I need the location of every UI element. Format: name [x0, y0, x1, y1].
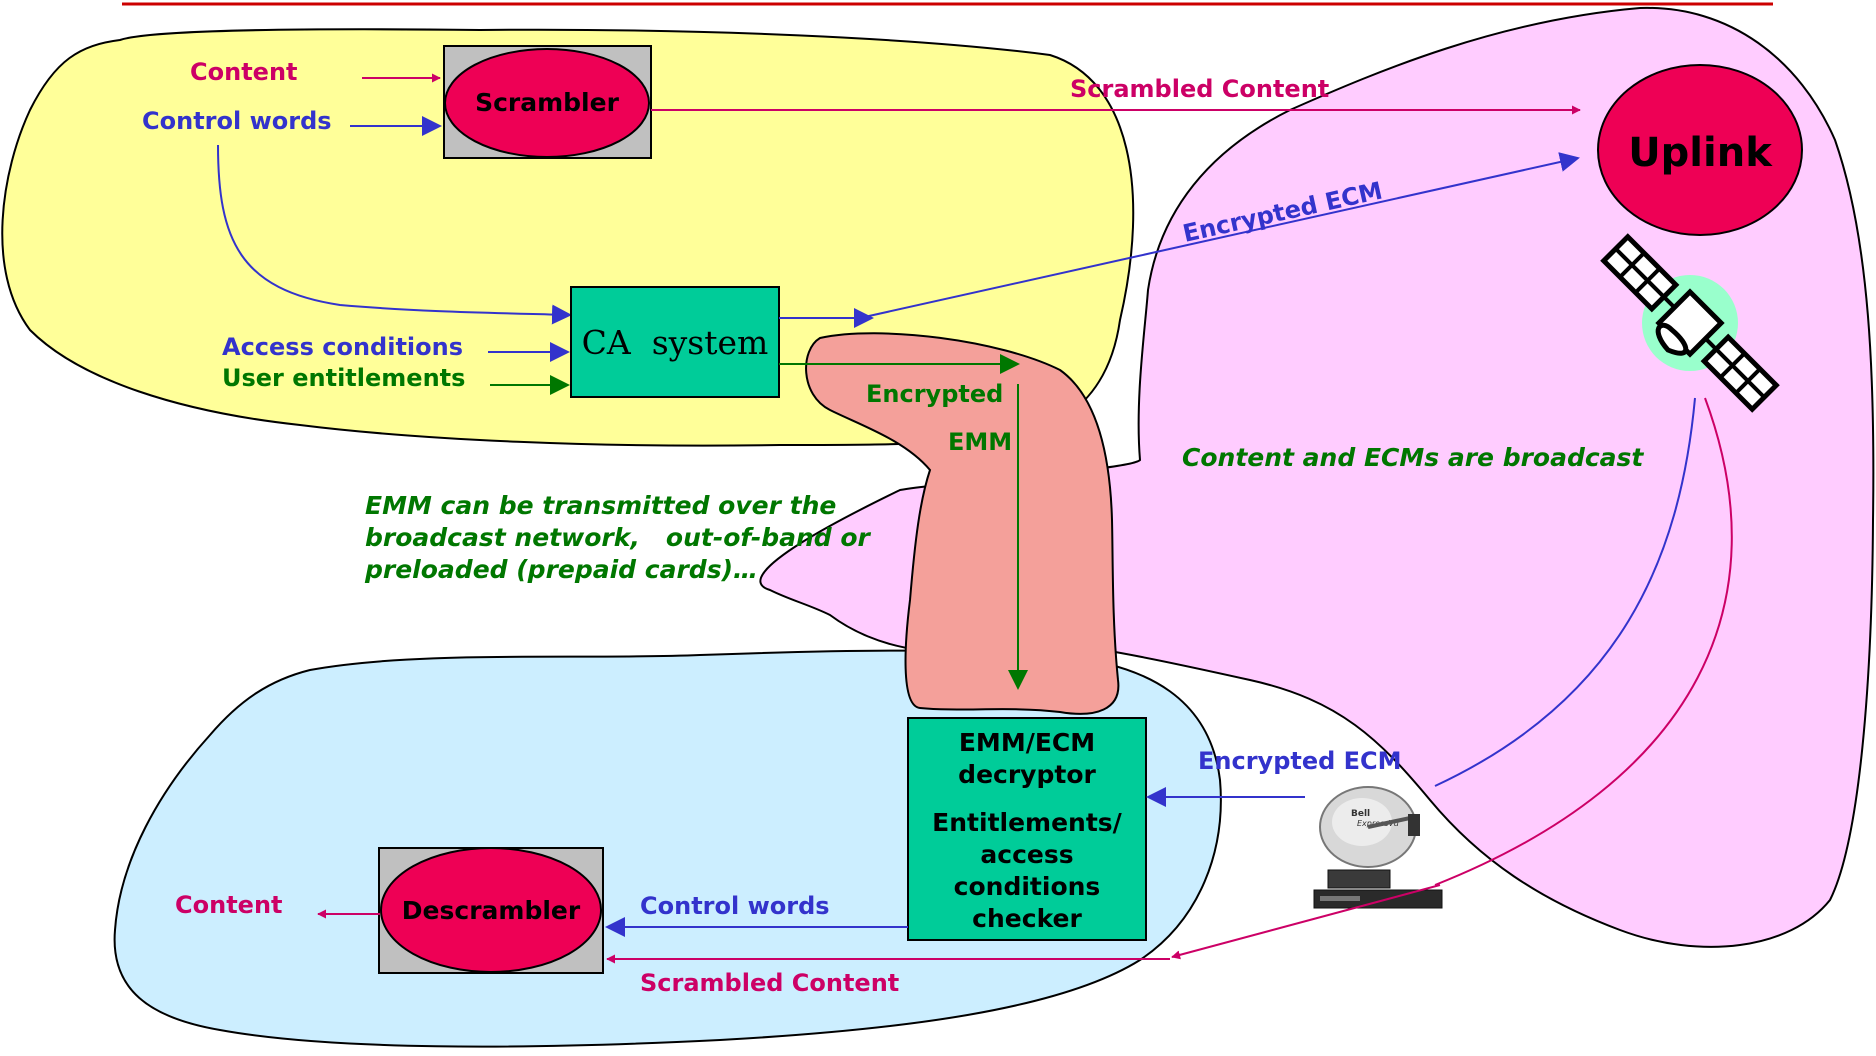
- encrypted-ecm-top-arrow: [859, 152, 1580, 319]
- checker-line1: Entitlements/: [932, 808, 1123, 837]
- receiver-box-upper: [1327, 869, 1391, 889]
- emm-ecm-decryptor: EMM/ECM decryptor Entitlements/ access c…: [907, 717, 1147, 941]
- ecm-downlink-curve: [1434, 397, 1696, 787]
- uplink: Uplink: [1597, 64, 1803, 236]
- encrypted-emm-label-line1: Encrypted: [866, 380, 1003, 408]
- descrambler: Descrambler: [378, 847, 604, 974]
- checker-line2: access: [980, 840, 1073, 869]
- uplink-ellipse: [1597, 64, 1803, 236]
- scrambler: Scrambler: [443, 45, 652, 159]
- broadcast-note: Content and ECMs are broadcast: [1182, 443, 1644, 472]
- scrambled-content-bottom-label: Scrambled Content: [640, 969, 899, 997]
- control-words-to-ca-arrow: [217, 144, 572, 325]
- satellite-icon: [1600, 233, 1780, 413]
- content-downlink-to-receiver-arrow: [1171, 884, 1441, 960]
- checker-line4: checker: [972, 904, 1082, 933]
- scrambled-content-top-label: Scrambled Content: [1070, 75, 1329, 103]
- receiver-box-lower: [1313, 889, 1443, 909]
- ca-system: CA system: [570, 286, 780, 398]
- encrypted-ecm-bottom-label: Encrypted ECM: [1198, 747, 1402, 775]
- descrambler-label: Descrambler: [402, 896, 581, 925]
- scrambler-ellipse: [444, 48, 650, 158]
- emm-note: EMM can be transmitted over the broadcas…: [364, 491, 872, 584]
- decryptor-line2: decryptor: [958, 760, 1096, 789]
- satellite-dish: [1655, 322, 1689, 356]
- emm-note-line3: preloaded (prepaid cards)…: [364, 555, 758, 584]
- satellite-dish-receiver-icon: Bell ExpressVu: [1313, 786, 1443, 909]
- descrambler-ellipse: [380, 847, 602, 973]
- user-entitlements-label: User entitlements: [222, 364, 465, 392]
- ca-system-label: CA system: [582, 323, 769, 362]
- access-conditions-label: Access conditions: [222, 333, 463, 361]
- content-downlink-curve: [1434, 397, 1733, 886]
- control-words-input-label: Control words: [142, 107, 332, 135]
- checker-line3: conditions: [954, 872, 1101, 901]
- emm-note-line1: EMM can be transmitted over the: [365, 491, 836, 520]
- uplink-label: Uplink: [1628, 130, 1773, 176]
- content-output-label: Content: [175, 891, 283, 919]
- scrambler-label: Scrambler: [475, 88, 619, 117]
- content-input-label: Content: [190, 58, 298, 86]
- ca-system-box: [570, 286, 780, 398]
- dish-brand-line1: Bell: [1351, 809, 1370, 819]
- emm-region: [805, 332, 1120, 715]
- control-words-bottom-label: Control words: [640, 892, 830, 920]
- emm-note-line2: broadcast network, out-of-band or: [365, 523, 872, 552]
- encrypted-emm-label-line2: EMM: [948, 428, 1012, 456]
- decryptor-line1: EMM/ECM: [959, 728, 1095, 757]
- decryptor-box: [907, 717, 1147, 941]
